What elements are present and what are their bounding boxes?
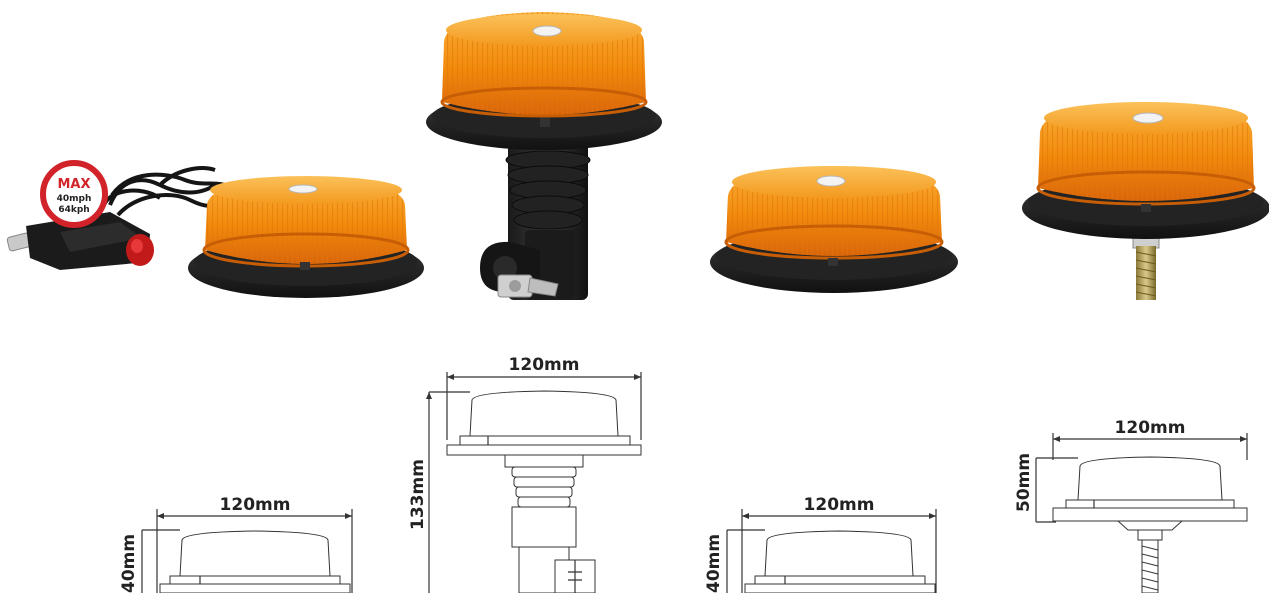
drawing-cigar-plug-beacon: 120mm 40mm bbox=[119, 495, 353, 593]
drawing-2-width-label: 120mm bbox=[509, 355, 580, 375]
beacon-magnetic-product bbox=[710, 166, 958, 293]
badge-speed-mph: 40mph bbox=[57, 194, 92, 204]
drawing-1-width-label: 120mm bbox=[220, 495, 291, 515]
beacon-pole-mount-product bbox=[426, 12, 662, 300]
drawing-3-width-label: 120mm bbox=[804, 495, 875, 515]
badge-speed-kph: 64kph bbox=[58, 205, 89, 215]
drawing-4-height-label: 50mm bbox=[1014, 453, 1034, 512]
drawing-magnetic-beacon: 120mm 40mm bbox=[704, 495, 937, 593]
drawing-3-height-label: 40mm bbox=[704, 534, 724, 593]
drawing-bolt-mount-beacon: 120mm 50mm bbox=[1014, 418, 1248, 593]
beacon-cigar-plug-product bbox=[6, 166, 424, 298]
clamp-nut bbox=[497, 274, 559, 298]
drawing-2-height-label: 133mm bbox=[408, 459, 428, 530]
drawing-pole-mount-beacon: 120mm 133mm bbox=[408, 355, 642, 593]
beacon-bolt-mount-product bbox=[1022, 102, 1269, 300]
cigar-plug bbox=[6, 212, 154, 270]
speed-limit-badge: MAX 40mph 64kph bbox=[40, 160, 108, 228]
badge-title: MAX bbox=[57, 177, 90, 192]
drawing-4-width-label: 120mm bbox=[1115, 418, 1186, 438]
drawing-1-height-label: 40mm bbox=[119, 534, 139, 593]
